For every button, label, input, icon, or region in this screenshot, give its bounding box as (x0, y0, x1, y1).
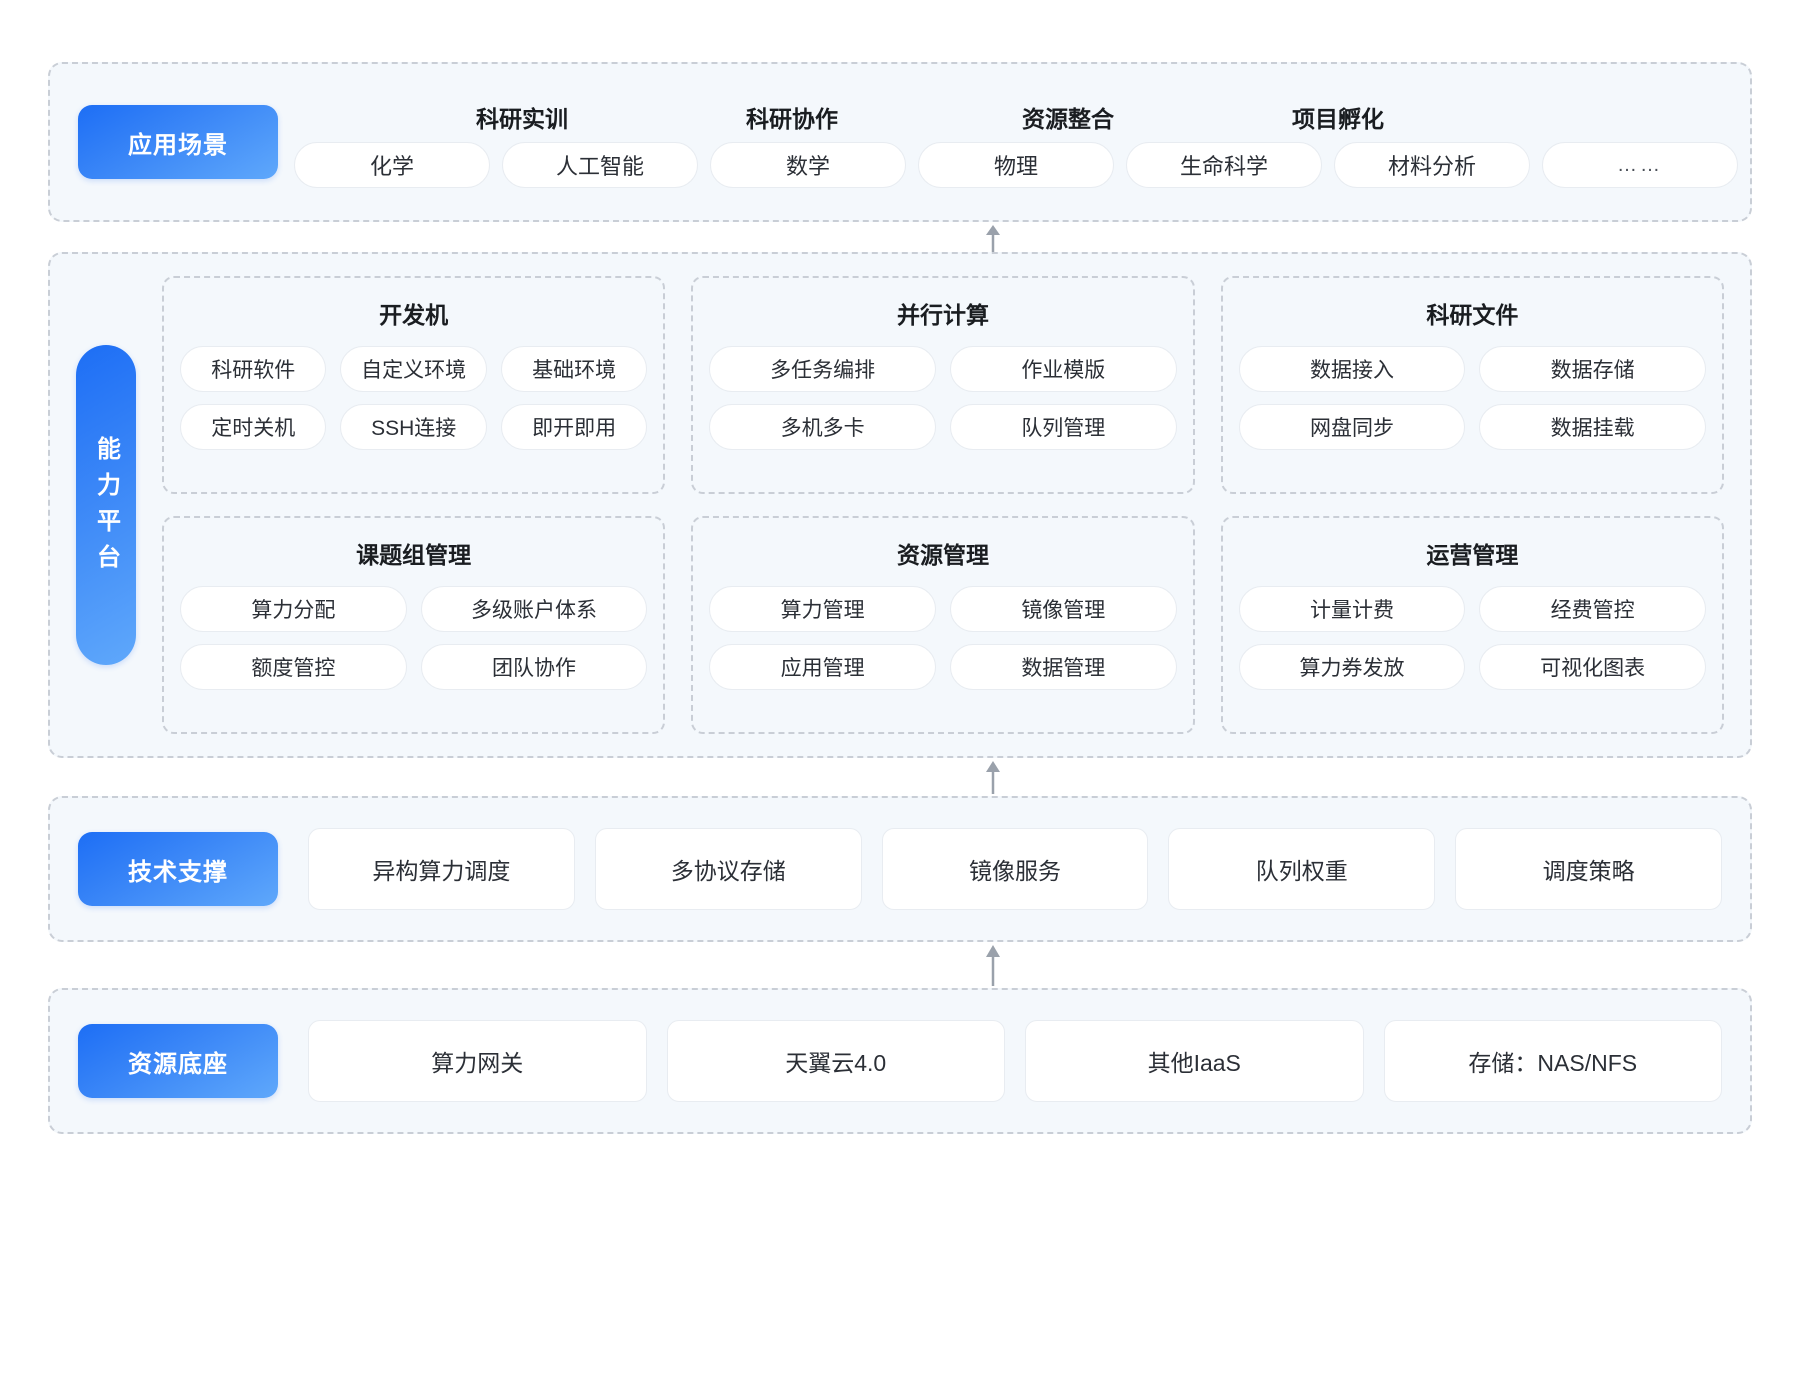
arrow-platform-to-scenario (984, 224, 1002, 252)
base-item-compute-gateway[interactable]: 算力网关 (308, 1020, 647, 1102)
section-label-application-scenario: 应用场景 (78, 105, 278, 179)
module-items-parallel-computing: 多任务编排 作业模版 多机多卡 队列管理 (709, 346, 1177, 476)
module-items-research-files: 数据接入 数据存储 网盘同步 数据挂载 (1238, 346, 1706, 476)
resource-base-items: 算力网关 天翼云4.0 其他IaaS 存储：NAS/NFS (308, 1020, 1722, 1102)
scenario-item-chemistry[interactable]: 化学 (294, 142, 490, 188)
module-items-operations-management: 计量计费 经费管控 算力券发放 可视化图表 (1238, 586, 1706, 716)
module-resource-management: 资源管理 算力管理 镜像管理 应用管理 数据管理 (691, 516, 1195, 734)
module-item-queue-management[interactable]: 队列管理 (949, 404, 1177, 450)
module-title-research-group-management: 课题组管理 (356, 542, 472, 568)
module-item-metering-billing[interactable]: 计量计费 (1238, 586, 1466, 632)
technical-support-items: 异构算力调度 多协议存储 镜像服务 队列权重 调度策略 (308, 828, 1722, 910)
module-item-multilevel-accounts[interactable]: 多级账户体系 (420, 586, 648, 632)
module-item-job-template[interactable]: 作业模版 (949, 346, 1177, 392)
module-dev-machine: 开发机 科研软件 自定义环境 基础环境 定时关机 SSH连接 即开即用 (162, 276, 666, 494)
base-item-ctyun-4-0[interactable]: 天翼云4.0 (666, 1020, 1005, 1102)
module-items-dev-machine: 科研软件 自定义环境 基础环境 定时关机 SSH连接 即开即用 (180, 346, 648, 476)
module-item-visualization-charts[interactable]: 可视化图表 (1479, 644, 1706, 690)
module-item-team-collaboration[interactable]: 团队协作 (420, 644, 648, 690)
scenario-item-life-science[interactable]: 生命科学 (1126, 142, 1322, 188)
tech-item-heterogeneous-compute-scheduling[interactable]: 异构算力调度 (308, 828, 575, 910)
tech-item-image-service[interactable]: 镜像服务 (881, 828, 1149, 910)
module-item-data-ingestion[interactable]: 数据接入 (1238, 346, 1466, 392)
module-item-custom-environment[interactable]: 自定义环境 (340, 346, 487, 392)
module-item-ssh-connection[interactable]: SSH连接 (340, 404, 487, 450)
module-title-operations-management: 运营管理 (1426, 542, 1519, 568)
section-technical-support: 技术支撑 异构算力调度 多协议存储 镜像服务 队列权重 调度策略 (48, 796, 1752, 942)
scenario-heading-research-collaboration: 科研协作 (746, 106, 838, 132)
module-parallel-computing: 并行计算 多任务编排 作业模版 多机多卡 队列管理 (691, 276, 1195, 494)
module-item-scheduled-shutdown[interactable]: 定时关机 (180, 404, 327, 450)
scenario-content: 科研实训 科研协作 资源整合 项目孵化 化学 人工智能 数学 物理 生命科学 材… (278, 64, 1738, 220)
module-item-compute-management[interactable]: 算力管理 (709, 586, 936, 632)
module-item-data-management[interactable]: 数据管理 (949, 644, 1177, 690)
module-item-data-mount[interactable]: 数据挂载 (1479, 404, 1706, 450)
module-item-multi-task-orchestration[interactable]: 多任务编排 (709, 346, 936, 392)
tech-item-scheduling-policy[interactable]: 调度策略 (1455, 828, 1722, 910)
module-item-image-management[interactable]: 镜像管理 (949, 586, 1177, 632)
scenario-heading-research-training: 科研实训 (476, 106, 568, 132)
section-label-capability-platform: 能力平台 (76, 345, 136, 665)
scenario-item-mathematics[interactable]: 数学 (710, 142, 906, 188)
module-item-ready-to-use[interactable]: 即开即用 (500, 404, 648, 450)
module-items-resource-management: 算力管理 镜像管理 应用管理 数据管理 (709, 586, 1177, 716)
module-operations-management: 运营管理 计量计费 经费管控 算力券发放 可视化图表 (1220, 516, 1724, 734)
module-item-base-environment[interactable]: 基础环境 (500, 346, 648, 392)
module-research-group-management: 课题组管理 算力分配 多级账户体系 额度管控 团队协作 (162, 516, 666, 734)
module-item-application-management[interactable]: 应用管理 (709, 644, 936, 690)
section-resource-base: 资源底座 算力网关 天翼云4.0 其他IaaS 存储：NAS/NFS (48, 988, 1752, 1134)
module-item-research-software[interactable]: 科研软件 (180, 346, 327, 392)
scenario-item-more[interactable]: …… (1542, 142, 1738, 188)
module-item-multi-node-multi-card[interactable]: 多机多卡 (709, 404, 936, 450)
base-item-storage-nas-nfs[interactable]: 存储：NAS/NFS (1383, 1020, 1722, 1102)
module-title-dev-machine: 开发机 (379, 302, 449, 328)
scenario-heading-project-incubation: 项目孵化 (1292, 106, 1384, 132)
module-title-research-files: 科研文件 (1426, 302, 1519, 328)
module-item-compute-voucher-issuance[interactable]: 算力券发放 (1238, 644, 1466, 690)
module-item-netdisk-sync[interactable]: 网盘同步 (1238, 404, 1466, 450)
module-research-files: 科研文件 数据接入 数据存储 网盘同步 数据挂载 (1220, 276, 1724, 494)
module-items-research-group-management: 算力分配 多级账户体系 额度管控 团队协作 (180, 586, 648, 716)
module-item-compute-allocation[interactable]: 算力分配 (180, 586, 407, 632)
arrow-tech-to-platform (984, 760, 1002, 794)
tech-item-multi-protocol-storage[interactable]: 多协议存储 (594, 828, 862, 910)
module-item-budget-control[interactable]: 经费管控 (1479, 586, 1706, 632)
arrow-base-to-tech (984, 944, 1002, 986)
module-title-resource-management: 资源管理 (896, 542, 989, 568)
scenario-item-material-analysis[interactable]: 材料分析 (1334, 142, 1530, 188)
module-title-parallel-computing: 并行计算 (896, 302, 989, 328)
module-item-quota-control[interactable]: 额度管控 (180, 644, 407, 690)
section-label-resource-base: 资源底座 (78, 1024, 278, 1098)
base-item-other-iaas[interactable]: 其他IaaS (1025, 1020, 1364, 1102)
scenario-heading-resource-integration: 资源整合 (1022, 106, 1114, 132)
section-label-technical-support: 技术支撑 (78, 832, 278, 906)
capability-module-grid: 开发机 科研软件 自定义环境 基础环境 定时关机 SSH连接 即开即用 并行计算… (162, 276, 1724, 734)
scenario-item-artificial-intelligence[interactable]: 人工智能 (502, 142, 698, 188)
section-application-scenario: 应用场景 科研实训 科研协作 资源整合 项目孵化 化学 人工智能 数学 物理 生… (48, 62, 1752, 222)
section-capability-platform: 能力平台 开发机 科研软件 自定义环境 基础环境 定时关机 SSH连接 即开即用… (48, 252, 1752, 758)
module-item-data-storage[interactable]: 数据存储 (1479, 346, 1706, 392)
scenario-item-physics[interactable]: 物理 (918, 142, 1114, 188)
tech-item-queue-weight[interactable]: 队列权重 (1168, 828, 1436, 910)
